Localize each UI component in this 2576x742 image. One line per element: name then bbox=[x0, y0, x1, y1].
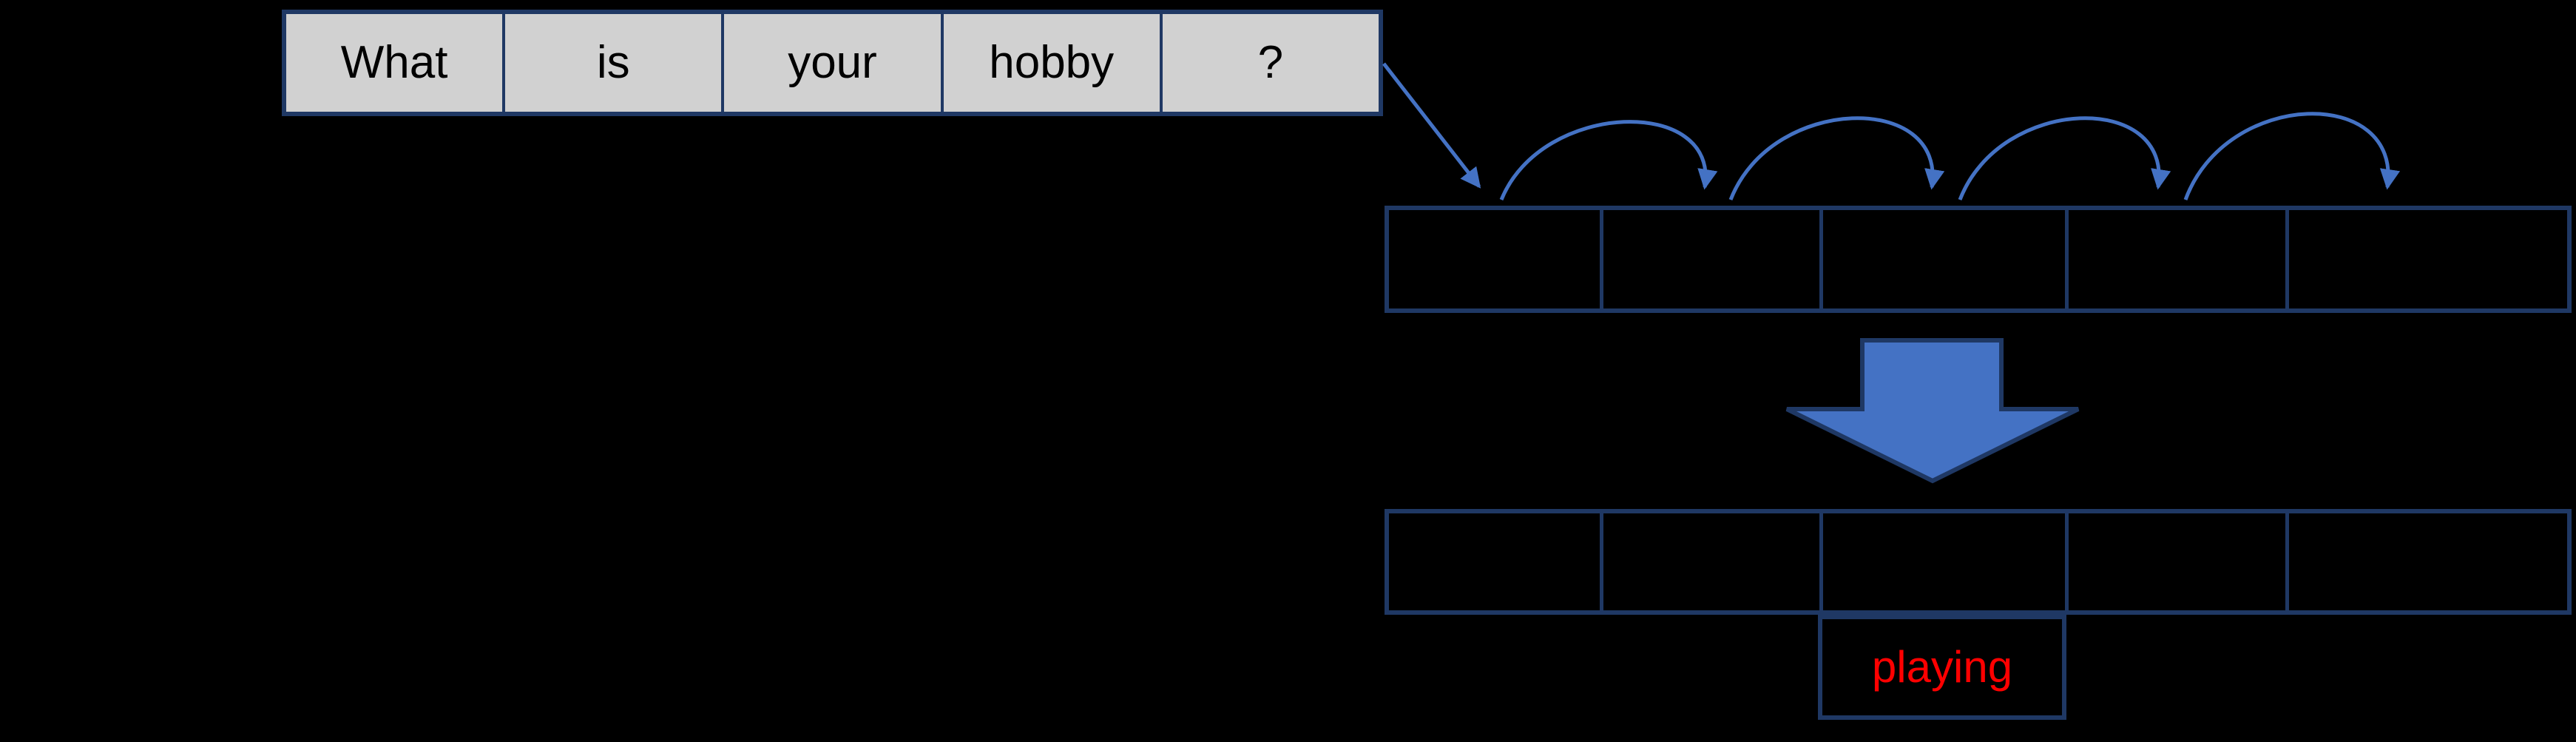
hop-arc-icon bbox=[1958, 116, 2171, 200]
state-cell bbox=[1389, 513, 1600, 610]
output-word-label: playing bbox=[1871, 642, 2013, 692]
state-cell bbox=[2285, 210, 2567, 308]
hop-arc-icon bbox=[1728, 116, 1945, 200]
state-cell bbox=[2065, 210, 2285, 308]
encoder-state-row bbox=[1385, 206, 2572, 313]
state-cell bbox=[1389, 210, 1600, 308]
input-word-cell: hobby bbox=[940, 14, 1160, 112]
hop-arc-icon bbox=[2183, 112, 2401, 200]
block-down-arrow-icon bbox=[1785, 338, 2080, 484]
output-word-box: playing bbox=[1818, 615, 2066, 720]
input-word-cell: What bbox=[340, 37, 448, 88]
input-arrow-icon bbox=[1382, 62, 1481, 189]
state-cell bbox=[2285, 513, 2567, 610]
input-word-cell: is bbox=[502, 14, 721, 112]
decoder-state-row bbox=[1385, 509, 2572, 615]
state-cell bbox=[1819, 513, 2065, 610]
state-cell bbox=[1819, 210, 2065, 308]
input-word-cell: your bbox=[721, 14, 940, 112]
hop-arc-icon bbox=[1499, 120, 1718, 200]
state-cell bbox=[1600, 210, 1819, 308]
state-cell bbox=[2065, 513, 2285, 610]
state-cell bbox=[1600, 513, 1819, 610]
input-word-cell: ? bbox=[1159, 14, 1379, 112]
